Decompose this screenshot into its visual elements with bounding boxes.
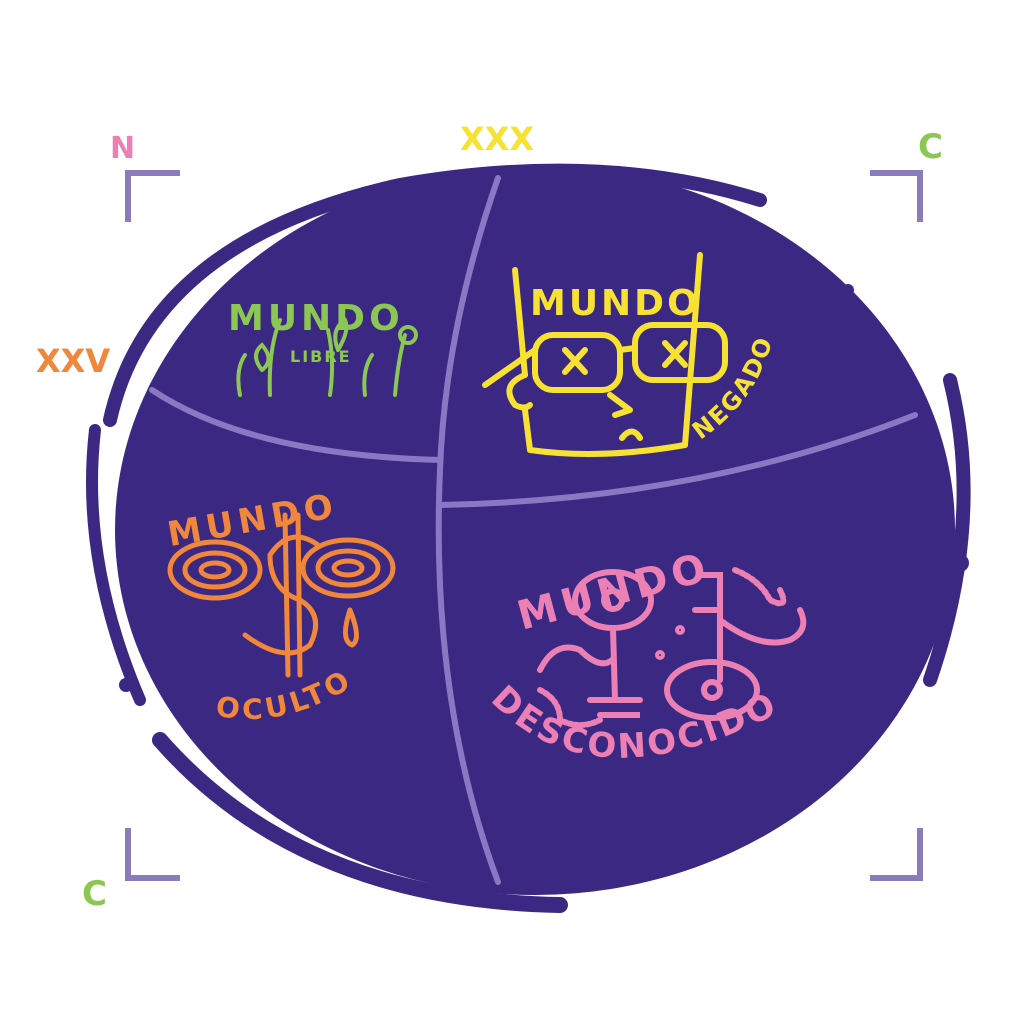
brush-stroke (103, 163, 767, 427)
face-with-crossed-glasses-icon (482, 252, 728, 457)
frame-brackets (125, 170, 923, 881)
label-xxv: XXV (36, 342, 110, 380)
brush-stroke (152, 732, 568, 913)
label-n: N (110, 131, 135, 166)
plants-icon (236, 317, 418, 397)
brush-stroke (86, 424, 146, 706)
label-c-bottom: C (82, 874, 107, 914)
divider-left (149, 387, 443, 463)
bracket-bottom-left (125, 828, 180, 881)
divider-vertical (435, 175, 501, 885)
paint-dot (842, 284, 854, 296)
divider-right (437, 412, 918, 508)
mundo-libre-subtitle: LIBRE (290, 347, 352, 366)
paint-dot (951, 554, 969, 572)
quadrant-mundo-libre: MUNDO LIBRE (228, 298, 418, 397)
label-c-top: C (918, 127, 943, 167)
brush-stroke (923, 373, 971, 687)
dividers (149, 175, 918, 885)
mundo-libre-title: MUNDO (228, 298, 404, 339)
bracket-bottom-right (870, 828, 923, 881)
spiral-eyes-dollar-icon (167, 512, 396, 678)
bracket-top-right (870, 170, 923, 222)
paint-dot (119, 678, 133, 692)
mundo-negado-title: MUNDO (530, 283, 701, 324)
label-xxx: XXX (460, 120, 534, 158)
eyes-and-worms-icon (537, 567, 807, 728)
bracket-top-left (125, 170, 180, 222)
